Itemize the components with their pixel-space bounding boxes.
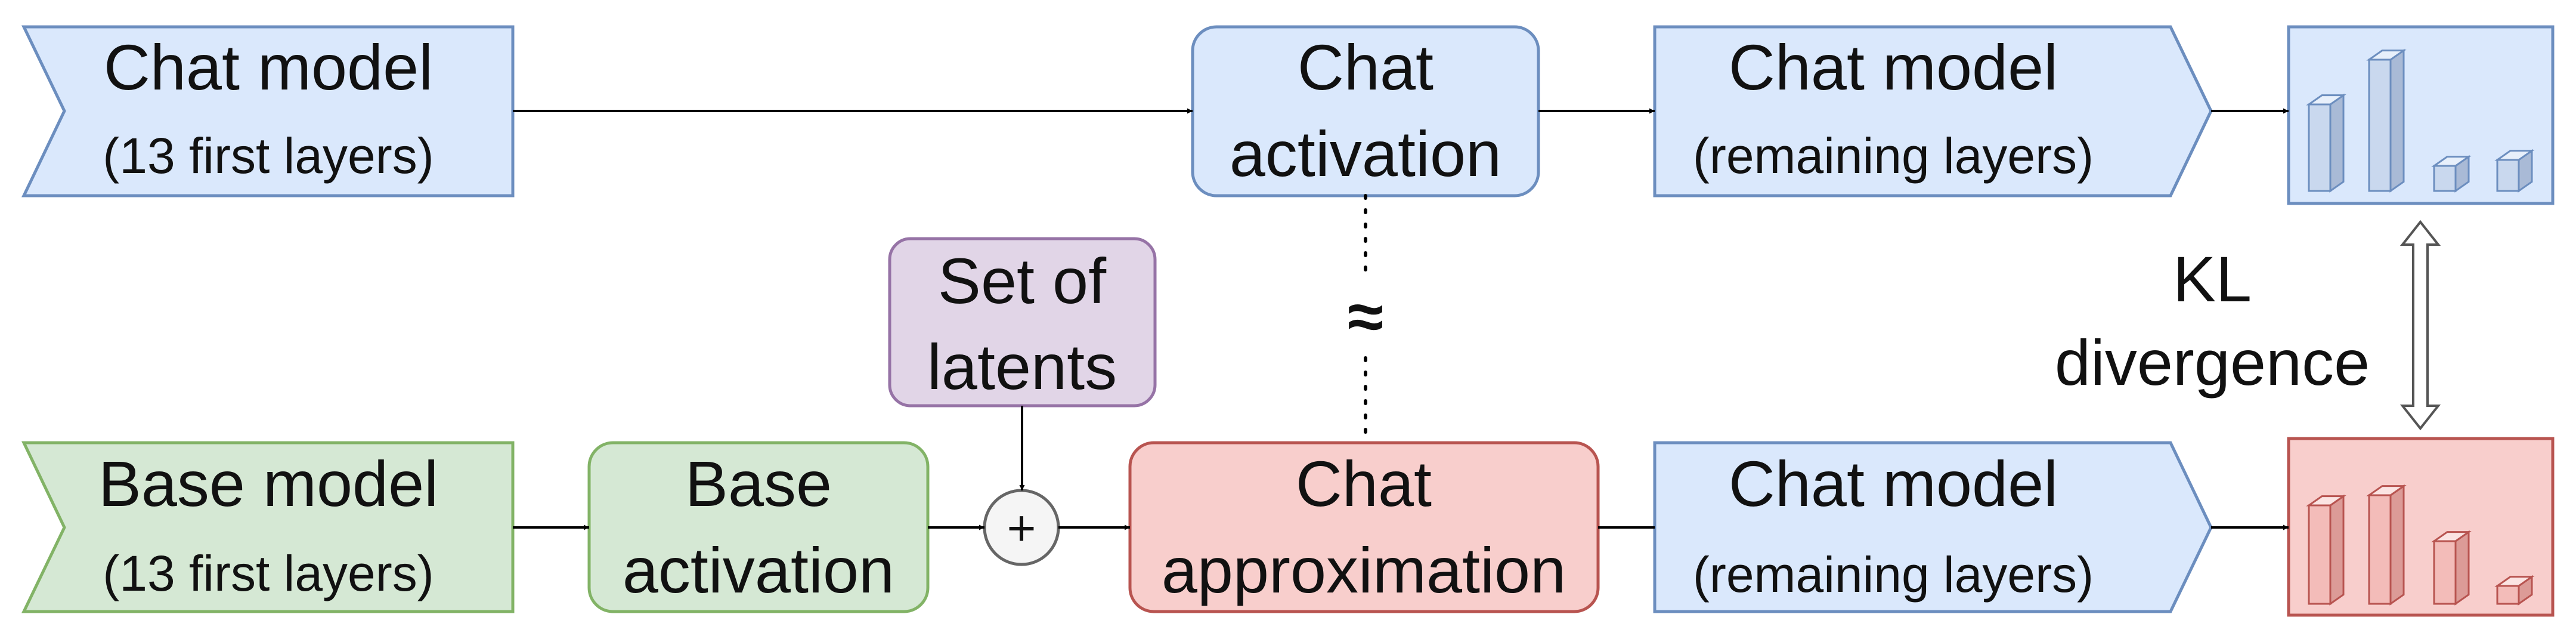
bar-shape: [2496, 159, 2520, 192]
base-model-first-layers-block: Base model (13 first layers): [21, 441, 515, 613]
bar-chart-icon: [2306, 48, 2535, 193]
bar-shape: [2329, 93, 2345, 193]
connectors: [513, 108, 2289, 530]
bar-shape: [2431, 156, 2472, 167]
set-of-latents-block: Set of latents: [888, 237, 1157, 408]
bar-shape: [2306, 495, 2346, 507]
bar-shape: [2308, 504, 2332, 605]
chat-activation-block: Chat activation: [1191, 25, 1540, 197]
bar-chart-icon: [2306, 484, 2535, 606]
bar-shape: [2494, 576, 2535, 587]
base-activation-title: Base: [685, 447, 832, 520]
chat-model-remaining-top-subtitle: (remaining layers): [1693, 128, 2094, 184]
top-output-box: [2287, 25, 2555, 205]
bottom-output-box: [2287, 437, 2555, 617]
bar-shape: [2454, 530, 2470, 606]
bar-shape: [2368, 58, 2392, 192]
base-model-first-title: Base model: [98, 447, 438, 520]
kl-divergence-label: divergence: [2055, 326, 2370, 399]
kl-double-arrow: [2399, 220, 2441, 431]
chat-model-first-title: Chat model: [104, 31, 433, 103]
chat-activation-subtitle: activation: [1230, 118, 1501, 190]
set-of-latents-subtitle: latents: [927, 331, 1117, 403]
sum-node: +: [983, 489, 1060, 566]
chat-approximation-title: Chat: [1296, 447, 1432, 520]
chat-activation-title: Chat: [1298, 31, 1433, 103]
bar-shape: [2433, 165, 2457, 192]
chat-model-remaining-bottom-block: Chat model (remaining layers): [1653, 441, 2213, 613]
bar-shape: [2389, 484, 2405, 606]
kl-label: KL: [2173, 243, 2252, 315]
chat-approximation-subtitle: approximation: [1162, 534, 1566, 606]
chat-approximation-block: Chat approximation: [1128, 441, 1600, 613]
base-activation-block: Base activation: [587, 441, 930, 613]
bar-shape: [2308, 103, 2332, 192]
chat-model-first-layers-block: Chat model (13 first layers): [21, 25, 515, 197]
chat-model-remaining-bottom-title: Chat model: [1729, 447, 2058, 520]
plus-icon: +: [1007, 500, 1036, 556]
base-activation-subtitle: activation: [623, 534, 894, 606]
bar-shape: [2306, 94, 2346, 106]
bar-shape: [2496, 585, 2520, 605]
bar-shape: [2389, 48, 2405, 193]
approx-symbol: ≈: [1348, 280, 1383, 353]
bar-shape: [2431, 531, 2472, 542]
bar-shape: [2366, 50, 2407, 61]
chat-model-remaining-top-block: Chat model (remaining layers): [1653, 25, 2213, 197]
bar-shape: [2433, 540, 2457, 605]
chat-model-remaining-bottom-subtitle: (remaining layers): [1693, 547, 2094, 603]
bar-shape: [2368, 494, 2392, 605]
bar-shape: [2494, 150, 2535, 161]
chat-model-remaining-top-title: Chat model: [1729, 31, 2058, 103]
chat-model-first-subtitle: (13 first layers): [103, 128, 434, 184]
bar-shape: [2329, 494, 2345, 606]
set-of-latents-title: Set of: [938, 245, 1107, 317]
base-model-first-subtitle: (13 first layers): [103, 545, 434, 601]
bar-shape: [2366, 485, 2407, 496]
